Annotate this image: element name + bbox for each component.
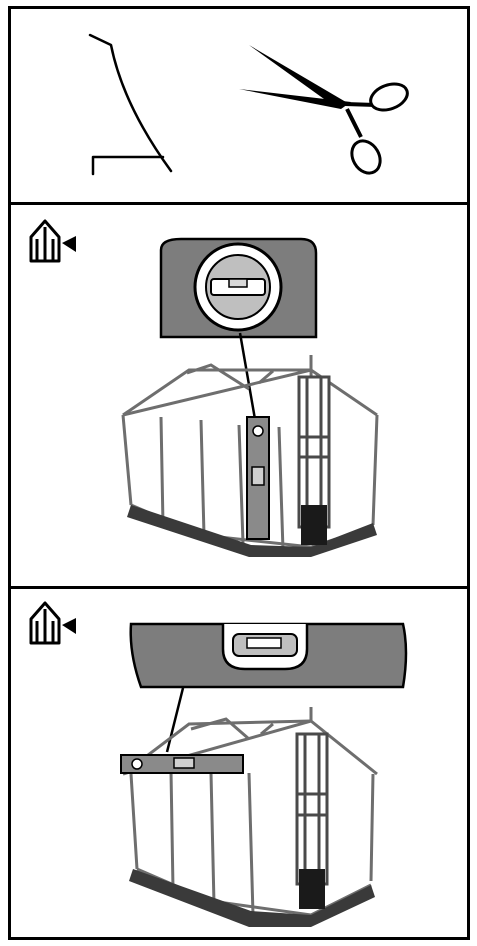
scissors-icon — [239, 45, 411, 178]
level-upright-panel — [8, 202, 470, 589]
greenhouse-icon — [31, 603, 76, 643]
level-horizontal-panel — [8, 586, 470, 940]
cut-step-panel — [8, 6, 470, 205]
spirit-level-icon — [247, 417, 269, 539]
spirit-level-zoom — [161, 239, 316, 337]
spirit-level-zoom — [131, 624, 406, 687]
spirit-level-icon — [121, 755, 243, 773]
trim-profile-icon — [90, 35, 171, 174]
greenhouse-icon — [31, 221, 76, 261]
